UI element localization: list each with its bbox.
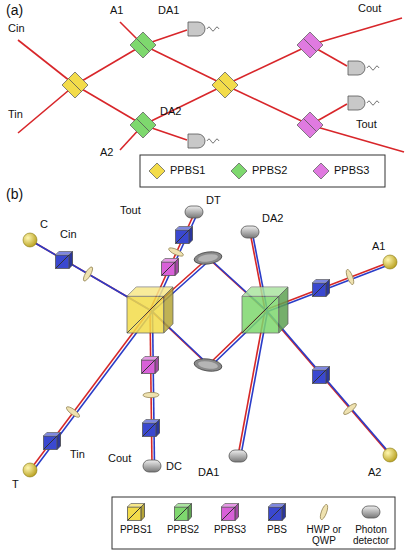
ppbs3-cube xyxy=(162,259,179,276)
pbs-cube xyxy=(44,433,61,450)
ppbs1-diamond xyxy=(212,72,238,98)
port-label: Cin xyxy=(8,22,25,35)
pbs-cube xyxy=(176,227,193,244)
detector-symbol xyxy=(188,22,219,36)
legend-text: PPBS3 xyxy=(208,524,252,535)
ppbs1-diamond xyxy=(62,72,88,98)
legend-swatch xyxy=(230,162,248,180)
photon-detector xyxy=(241,226,259,238)
source-ball xyxy=(23,463,37,477)
detector-label: DA2 xyxy=(262,212,283,225)
detector-label: DA1 xyxy=(158,4,179,17)
ppbs3-diamond xyxy=(297,112,323,138)
port-label: A1 xyxy=(372,240,385,253)
legend-text: PBS xyxy=(255,524,299,535)
blue-beams xyxy=(33,216,393,472)
port-label: A1 xyxy=(110,4,123,17)
ppbs2-diamond xyxy=(130,112,156,138)
legend-text: PPBS1 xyxy=(114,524,158,535)
detector-symbol xyxy=(348,61,379,75)
legend-icon xyxy=(128,504,145,521)
port-label: Cin xyxy=(60,228,77,241)
pbs-cube xyxy=(143,420,160,437)
waveplate xyxy=(345,269,356,286)
port-label: Tin xyxy=(70,448,85,461)
legend-icon xyxy=(222,504,239,521)
waveplate xyxy=(342,402,358,416)
red-beams xyxy=(30,214,390,470)
legend-swatch xyxy=(312,162,330,180)
legend-text: PPBS1 xyxy=(170,164,205,177)
legend-text: Photon detector xyxy=(349,524,393,546)
legend-icon xyxy=(175,504,192,521)
source-ball xyxy=(23,233,37,247)
ppbs3-diamond xyxy=(297,32,323,58)
port-label: Cout xyxy=(108,452,131,465)
port-label: Cout xyxy=(358,2,381,15)
detector-label: DT xyxy=(206,194,221,207)
legend-frame xyxy=(112,497,395,549)
mirror xyxy=(193,250,222,266)
beam-lines xyxy=(18,18,404,152)
legend-icon xyxy=(319,504,329,521)
photon-detector xyxy=(229,450,247,462)
ppbs2-cube xyxy=(242,287,288,333)
detector-label: DA1 xyxy=(198,466,219,479)
pbs-cube xyxy=(56,252,73,269)
waveplate xyxy=(65,405,81,419)
source-ball xyxy=(383,255,397,269)
legend-text: PPBS2 xyxy=(161,524,205,535)
port-label: Tout xyxy=(120,204,141,217)
legend-text: PPBS2 xyxy=(252,164,287,177)
waveplate xyxy=(82,266,95,282)
photon-detector xyxy=(185,206,203,218)
detector-label: DC xyxy=(166,460,182,473)
legend-text: HWP or QWP xyxy=(302,524,346,546)
photon-detector xyxy=(143,460,161,472)
ppbs3-cube xyxy=(142,357,159,374)
port-label: Tin xyxy=(8,108,23,121)
ppbs1-cube xyxy=(127,287,173,333)
detector-symbol xyxy=(188,134,219,148)
source-ball xyxy=(383,448,397,462)
panel-label: (a) xyxy=(6,2,23,18)
pbs-cube xyxy=(313,367,330,384)
ppbs2-diamond xyxy=(130,32,156,58)
mirror xyxy=(193,357,222,373)
panel-label: (b) xyxy=(6,186,23,202)
port-label: A2 xyxy=(368,466,381,479)
legend-swatch xyxy=(148,162,166,180)
port-label: C xyxy=(40,218,48,231)
legend-icon xyxy=(362,506,380,518)
detector-label: DA2 xyxy=(160,105,181,118)
pbs-cube xyxy=(313,280,330,297)
port-label: T xyxy=(12,478,19,491)
waveplate xyxy=(143,392,159,397)
detector-symbol xyxy=(348,96,379,110)
legend-text: PPBS3 xyxy=(334,164,369,177)
legend-frame xyxy=(140,155,385,187)
port-label: Tout xyxy=(356,118,377,131)
port-label: A2 xyxy=(100,146,113,159)
legend-icon xyxy=(269,504,286,521)
waveplate xyxy=(168,246,185,257)
